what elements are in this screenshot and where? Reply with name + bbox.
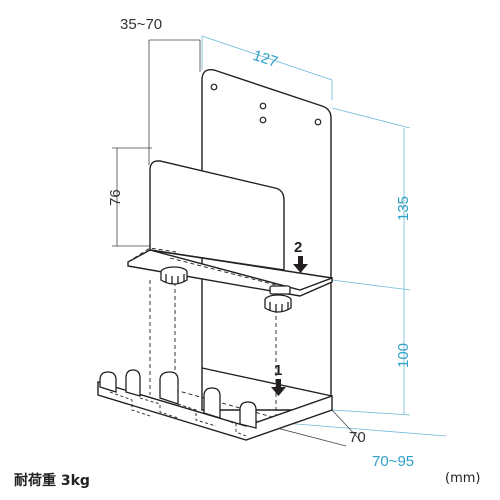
base-tabs xyxy=(99,369,257,429)
load-capacity-label: 耐荷重 3kg xyxy=(14,473,90,489)
screw-knob-right xyxy=(264,285,292,313)
unit-label: (mm) xyxy=(445,471,481,486)
step-1-label: 1 xyxy=(274,362,282,379)
arrow-down-icon xyxy=(293,256,308,273)
arrow-down-icon xyxy=(271,379,286,396)
screw-knob-left xyxy=(160,266,188,285)
dim-front-height: 76 xyxy=(107,189,124,206)
step-2-label: 2 xyxy=(294,239,302,256)
dim-total-height: 135 xyxy=(395,196,412,221)
dim-back-width: 127 xyxy=(251,47,280,71)
shelf-plate xyxy=(127,249,333,297)
hidden-lines xyxy=(149,275,332,419)
dim-lower-height: 100 xyxy=(395,343,412,368)
dimension-lines-dark xyxy=(112,39,361,447)
shelf-hidden xyxy=(127,247,277,286)
dim-base-depth: 70 xyxy=(349,429,366,446)
front-plate xyxy=(149,160,285,271)
base-slots xyxy=(109,391,247,437)
dim-base-range: 70~95 xyxy=(372,453,414,470)
dim-clamp-range: 35~70 xyxy=(120,16,162,33)
dimension-lines xyxy=(201,35,447,437)
mounting-holes xyxy=(210,83,322,126)
